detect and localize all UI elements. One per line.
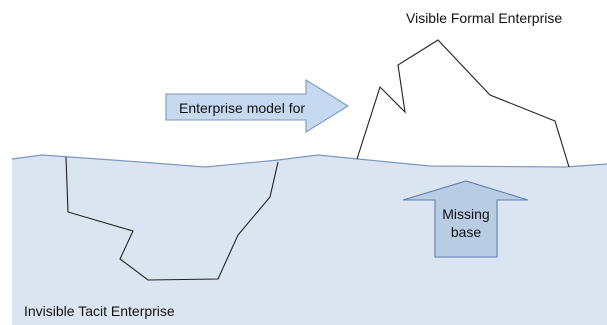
water-region: [12, 155, 607, 325]
visible-formal-enterprise-label: Visible Formal Enterprise: [406, 10, 562, 26]
enterprise-model-label: Enterprise model for: [179, 100, 305, 116]
visible-iceberg-outline: [356, 39, 570, 168]
missing-base-label-line2: base: [451, 224, 482, 240]
invisible-tacit-enterprise-label: Invisible Tacit Enterprise: [24, 303, 175, 319]
missing-base-arrow: [402, 180, 529, 258]
submerged-iceberg-outline: [65, 156, 279, 281]
enterprise-model-arrow: [165, 79, 350, 133]
water-surface-line: [11, 154, 607, 168]
missing-base-label-line1: Missing: [442, 206, 489, 222]
